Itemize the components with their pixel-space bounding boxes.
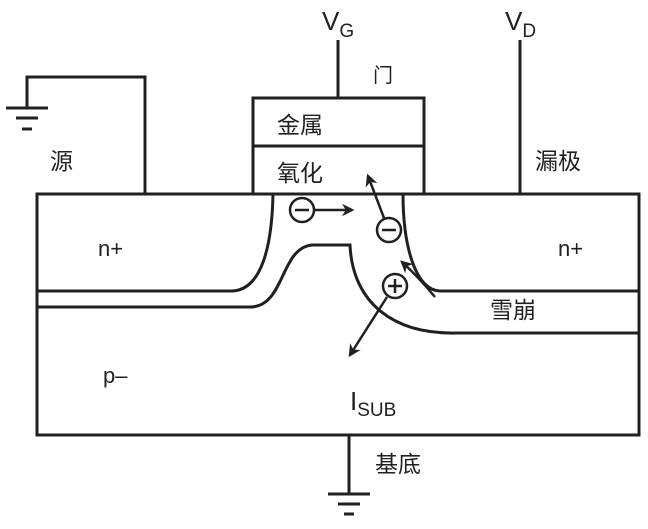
drain-n-plus-label: n+	[558, 236, 583, 261]
oxide-injection-arrow	[365, 173, 386, 219]
avalanche-label: 雪崩	[490, 298, 536, 324]
drain-voltage-label: VD	[505, 6, 536, 42]
source-ground-icon	[6, 106, 48, 131]
channel-electron	[288, 196, 316, 224]
drain-label: 漏极	[535, 149, 581, 175]
source-lead	[25, 75, 147, 194]
avalanche-arrow	[400, 260, 436, 298]
oxide-label: 氧化	[277, 161, 323, 187]
substrate-current-arrow	[348, 296, 389, 358]
substrate-current-label: ISUB	[350, 386, 396, 421]
drain-n-plus-boundary	[401, 193, 639, 293]
gate-oxide-layer	[251, 144, 426, 196]
substrate-body	[35, 192, 641, 437]
substrate-label: 基底	[375, 452, 421, 478]
metal-label: 金属	[277, 113, 323, 139]
substrate-ground-icon	[328, 492, 370, 516]
p-minus-label: p–	[103, 363, 128, 388]
source-depletion-boundary	[37, 243, 639, 335]
gate-label: 门	[373, 63, 393, 87]
hole-carrier	[381, 272, 409, 300]
source-label: 源	[50, 149, 73, 175]
gate-voltage-label: VG	[322, 6, 354, 42]
source-n-plus-label: n+	[98, 236, 123, 261]
source-n-plus-boundary	[37, 193, 275, 293]
hot-electron	[375, 216, 403, 244]
